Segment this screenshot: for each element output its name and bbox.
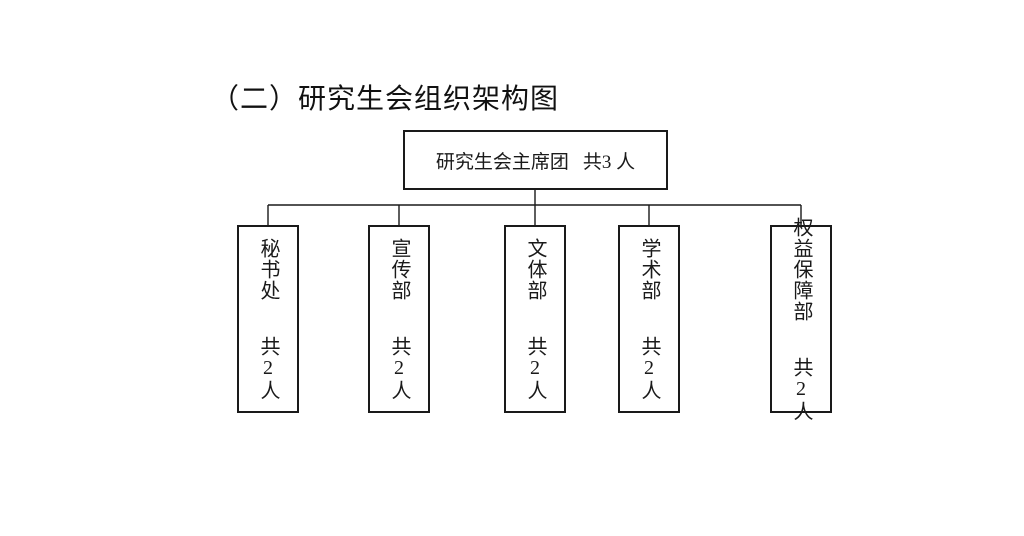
org-node-rights-protection: 权益保障部 共2人 <box>770 217 832 422</box>
org-node-culture-sports-label: 文体部 共2人 <box>524 238 546 401</box>
org-node-academic-count: 共2人 <box>638 335 660 401</box>
org-node-publicity: 宣传部 共2人 <box>368 225 430 413</box>
org-node-academic: 学术部 共2人 <box>618 225 680 413</box>
org-node-presidium: 研究生会主席团 共3 人 <box>403 130 668 190</box>
org-node-culture-sports-name: 文体部 <box>524 237 546 301</box>
org-node-rights-protection-label: 权益保障部 共2人 <box>790 217 812 422</box>
org-node-publicity-label: 宣传部 共2人 <box>388 238 410 401</box>
org-node-secretariat-label: 秘书处 共2人 <box>257 238 279 401</box>
org-node-presidium-count: 共3 人 <box>582 151 636 173</box>
org-node-secretariat: 秘书处 共2人 <box>237 225 299 413</box>
org-node-publicity-name: 宣传部 <box>388 237 410 301</box>
org-node-presidium-name: 研究生会主席团 <box>435 151 569 173</box>
org-node-rights-protection-count: 共2人 <box>790 356 812 422</box>
org-node-rights-protection-name: 权益保障部 <box>790 216 812 322</box>
org-node-culture-sports-count: 共2人 <box>524 335 546 401</box>
org-node-secretariat-name: 秘书处 <box>257 237 279 301</box>
org-node-publicity-count: 共2人 <box>388 335 410 401</box>
org-node-culture-sports: 文体部 共2人 <box>504 225 566 413</box>
section-heading: （二）研究生会组织架构图 <box>211 84 560 115</box>
org-node-academic-label: 学术部 共2人 <box>638 238 660 401</box>
org-node-academic-name: 学术部 <box>638 237 660 301</box>
org-node-secretariat-count: 共2人 <box>257 335 279 401</box>
